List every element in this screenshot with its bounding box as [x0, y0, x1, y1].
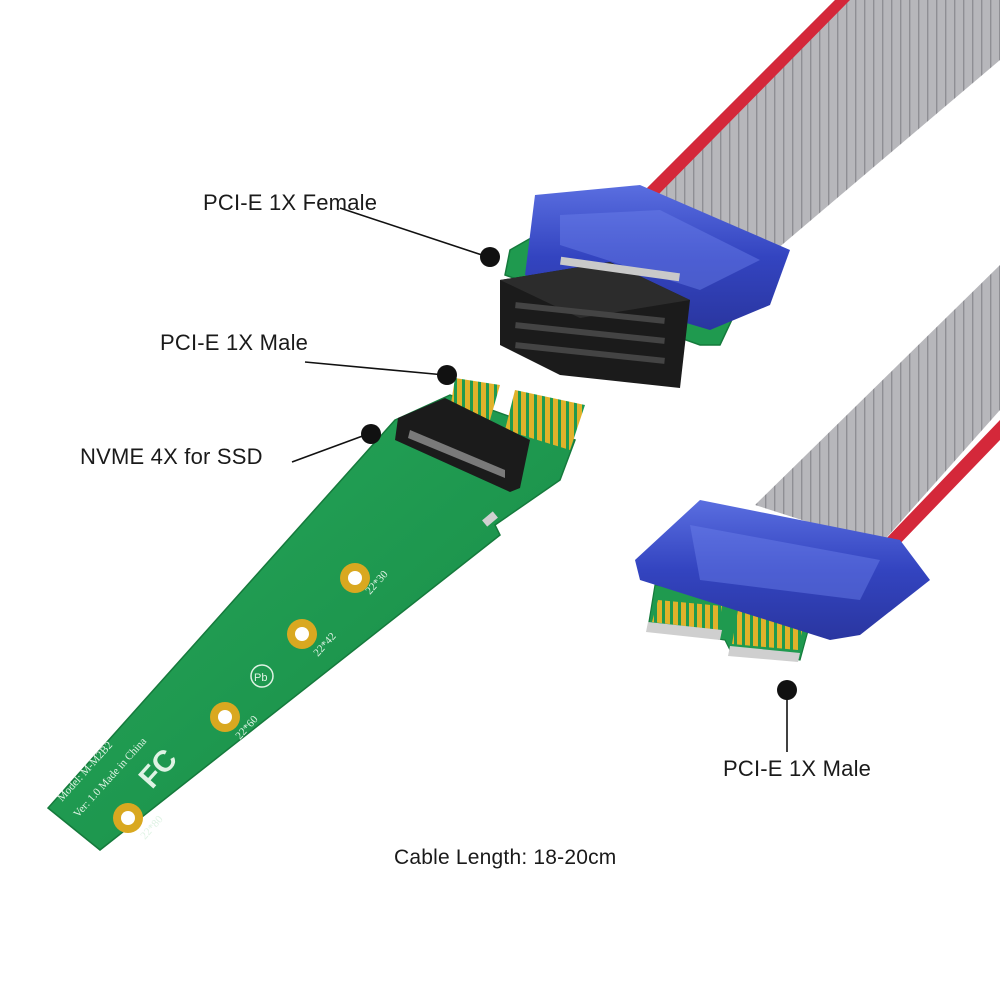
callout-female: [339, 207, 500, 267]
callout-male-top: [304, 361, 457, 385]
m2-adapter-board: 22*30 22*42 22*60 22*80 Model: M-M2B2 Ve…: [46, 378, 585, 851]
svg-text:Pb: Pb: [254, 672, 267, 684]
label-pcie-male-bottom: PCI-E 1X Male: [723, 756, 872, 781]
mounting-hole-2260: [210, 702, 240, 732]
label-pcie-female: PCI-E 1X Female: [203, 190, 378, 215]
label-cable-length: Cable Length: 18-20cm: [394, 846, 617, 869]
callout-nvme: [291, 424, 381, 463]
mounting-hole-2280: [113, 803, 143, 833]
mounting-hole-2242: [287, 619, 317, 649]
pcie-male-connector-bottom: [635, 500, 930, 662]
pcie-female-connector: [500, 185, 790, 388]
mounting-hole-2230: [340, 563, 370, 593]
label-nvme-ssd: NVME 4X for SSD: [80, 444, 263, 469]
callout-male-bottom: [777, 680, 797, 752]
pb-free-logo: Pb: [250, 664, 274, 688]
upper-ribbon-cable: [640, 0, 1000, 255]
label-pcie-male-top: PCI-E 1X Male: [160, 330, 309, 355]
lower-ribbon-cable: [755, 265, 1000, 552]
